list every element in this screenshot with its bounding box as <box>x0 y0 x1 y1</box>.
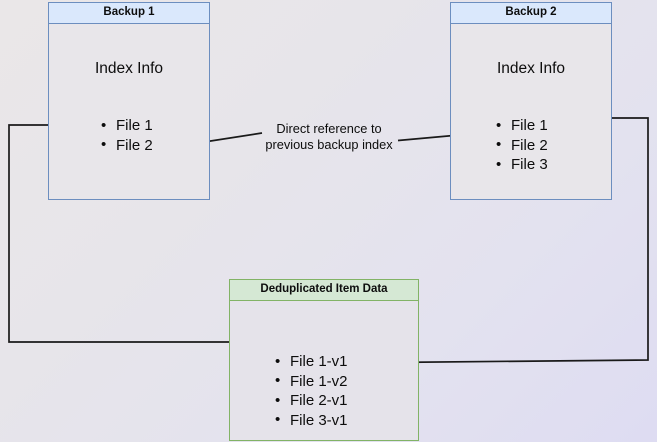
node-deduplicated-item-data-body: File 1-v1 File 1-v2 File 2-v1 File 3-v1 <box>230 301 418 440</box>
list-item: File 2 <box>496 135 548 156</box>
node-backup-1-file-list: File 1 File 2 <box>101 116 153 155</box>
node-backup-2-subtitle: Index Info <box>496 60 566 77</box>
list-item: File 2-v1 <box>275 391 348 411</box>
node-backup-1-subtitle: Index Info <box>94 60 164 77</box>
list-item: File 1-v2 <box>275 371 348 392</box>
node-backup-1-body: Index Info File 1 File 2 <box>49 24 209 199</box>
node-backup-2-header: Backup 2 <box>451 3 611 24</box>
list-item: File 2 <box>101 135 153 156</box>
list-item: File 3 <box>496 155 548 175</box>
list-item: File 1-v1 <box>275 352 348 372</box>
node-deduplicated-item-data[interactable]: Deduplicated Item Data File 1-v1 File 1-… <box>229 279 419 441</box>
node-deduplicated-item-data-file-list: File 1-v1 File 1-v2 File 2-v1 File 3-v1 <box>275 352 348 430</box>
node-backup-2[interactable]: Backup 2 Index Info File 1 File 2 File 3 <box>450 2 612 200</box>
node-backup-1[interactable]: Backup 1 Index Info File 1 File 2 <box>48 2 210 200</box>
edge-label-line-2: previous backup index <box>265 137 393 152</box>
list-item: File 3-v1 <box>275 410 348 431</box>
edge-label-direct-reference: Direct reference to previous backup inde… <box>244 121 414 153</box>
node-backup-1-header: Backup 1 <box>49 3 209 24</box>
node-backup-2-file-list: File 1 File 2 File 3 <box>496 116 548 175</box>
list-item: File 1 <box>496 116 548 136</box>
node-backup-2-body: Index Info File 1 File 2 File 3 <box>451 24 611 199</box>
edge-label-line-1: Direct reference to <box>276 121 382 136</box>
list-item: File 1 <box>101 116 153 136</box>
node-deduplicated-item-data-header: Deduplicated Item Data <box>230 280 418 301</box>
